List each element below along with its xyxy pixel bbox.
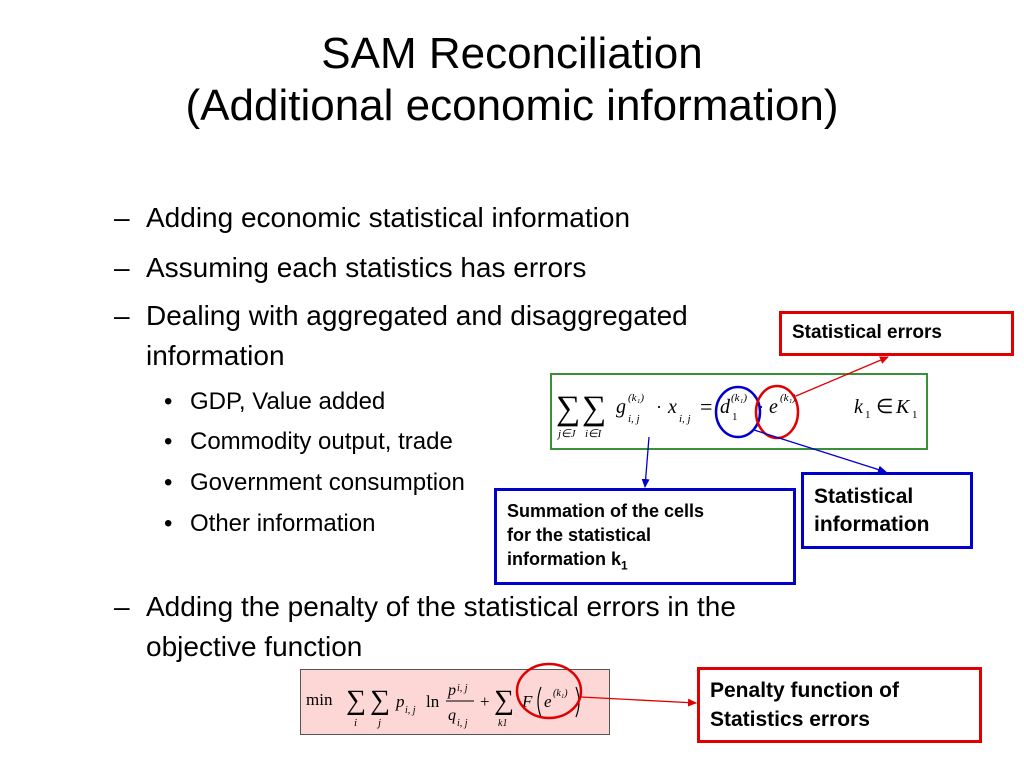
sub-bullet-marker: • (164, 428, 173, 455)
var-g: g (616, 396, 626, 418)
dot-operator-2: · (758, 397, 764, 417)
callout-text-line-2: Statistics errors (710, 708, 870, 731)
var-k-sub: 1 (865, 409, 871, 421)
sum-index-i: i (354, 717, 357, 729)
sub-bullet-marker: • (164, 469, 173, 496)
left-paren (537, 686, 542, 718)
sum-symbol-j: ∑ (370, 685, 390, 716)
frac-num-sub: i, j (457, 683, 468, 694)
slide-title: SAM Reconciliation (Additional economic … (0, 28, 1024, 132)
element-of: ∈ (876, 396, 893, 418)
arrow-to-statistical-information (753, 429, 887, 474)
equals-sign: = (700, 394, 712, 419)
bullet-marker: – (114, 300, 130, 331)
sub-bullet-text: Commodity output, trade (190, 428, 453, 455)
bullet-marker: – (114, 252, 130, 283)
bullet-text-line-2: objective function (146, 631, 363, 662)
frac-num-p: p (447, 682, 456, 699)
bullet-marker: – (114, 591, 130, 622)
var-K: K (895, 396, 911, 418)
sub-bullet-marker: • (164, 388, 173, 415)
arrow-to-penalty-function (580, 696, 697, 707)
arrow-to-statistical-errors (795, 356, 889, 397)
frac-den-q: q (448, 707, 456, 724)
callout-text-line-2: information (814, 513, 930, 536)
sub-bullet-marker: • (164, 510, 173, 537)
callout-text-line-2: for the statistical (507, 525, 652, 545)
var-k: k (854, 396, 864, 418)
callout-text-line-1: Penalty function of (710, 679, 899, 702)
var-d-sub: 1 (732, 411, 738, 423)
sub-bullet-text: GDP, Value added (190, 388, 386, 415)
sub-bullet-4: • Other information (164, 508, 504, 540)
callout-statistical-errors: Statistical errors (779, 311, 1014, 356)
var-p: p (395, 692, 405, 711)
highlight-circle-d (714, 385, 762, 439)
dot-operator: · (656, 397, 662, 417)
bullet-text: Assuming each statistics has errors (146, 252, 587, 283)
sum-symbol-k: ∑ (494, 685, 514, 716)
sub-bullet-1: • GDP, Value added (164, 386, 504, 418)
var-p-sub: i, j (405, 705, 416, 716)
plus-sign: + (480, 692, 490, 711)
title-line-2: (Additional economic information) (185, 81, 839, 130)
var-d-sup: (k₁) (731, 392, 747, 404)
callout-summation: Summation of the cells for the statistic… (494, 488, 796, 585)
callout-text-line-3-main: information k (507, 549, 622, 569)
var-x: x (667, 396, 677, 418)
sub-bullet-2: • Commodity output, trade (164, 426, 504, 458)
sub-bullet-text: Government consumption (190, 469, 465, 496)
title-line-1: SAM Reconciliation (321, 29, 703, 78)
callout-text-line-1: Statistical (814, 485, 914, 508)
callout-text-line-1: Summation of the cells (507, 501, 705, 521)
var-d: d (720, 396, 731, 418)
sum-index-k: k1 (498, 718, 507, 729)
ln-operator: ln (426, 692, 440, 711)
min-operator: min (306, 690, 333, 709)
bullet-marker: – (114, 202, 130, 233)
bullet-2: – Assuming each statistics has errors (114, 248, 814, 288)
bullet-text-line-1: Dealing with aggregated and disaggregate… (146, 300, 688, 331)
bullet-text-line-1: Adding the penalty of the statistical er… (146, 591, 736, 622)
highlight-circle-e (754, 384, 800, 440)
var-K-sub: 1 (912, 409, 918, 421)
objective-box (300, 669, 610, 735)
callout-text: Statistical errors (792, 322, 942, 343)
callout-subscript: 1 (621, 558, 628, 573)
sum-index-j: j (376, 717, 381, 729)
var-e-sup: (k₁) (553, 688, 568, 699)
var-g-sub: i, j (628, 413, 640, 425)
sub-bullet-3: • Government consumption (164, 467, 504, 499)
arrow-to-summation (641, 436, 650, 488)
callout-statistical-information: Statistical information (801, 472, 973, 549)
highlight-circle-f (515, 662, 583, 720)
bullet-1: – Adding economic statistical informatio… (114, 198, 814, 238)
var-g-sup: (k₁) (628, 392, 644, 404)
var-e: e (544, 692, 552, 711)
sum-symbol-j: ∑ (556, 390, 580, 427)
sum-symbol-i: ∑ (582, 390, 606, 427)
bullet-4: – Adding the penalty of the statistical … (114, 587, 874, 667)
bullet-text-line-2: information (146, 340, 285, 371)
callout-text-line-3: information k1 (507, 547, 783, 578)
objective-equation: min ∑ i ∑ j p i, j ln p i, j q i, j + ∑ … (300, 669, 610, 735)
var-e: e (769, 396, 778, 418)
sub-bullet-text: Other information (190, 510, 376, 537)
bullet-3: – Dealing with aggregated and disaggrega… (114, 296, 814, 376)
sum-symbol-i: ∑ (346, 685, 366, 716)
sum-index-j: j∈J (556, 428, 577, 440)
bullet-text: Adding economic statistical information (146, 202, 631, 233)
var-x-sub: i, j (679, 413, 691, 425)
frac-den-sub: i, j (457, 718, 468, 729)
sum-index-i: i∈I (585, 428, 603, 440)
callout-penalty-function: Penalty function of Statistics errors (697, 667, 982, 743)
